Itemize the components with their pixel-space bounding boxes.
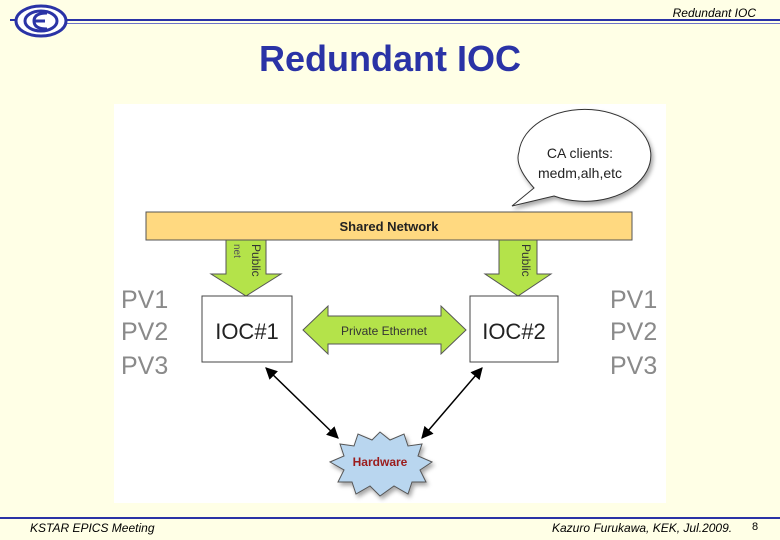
public-arrow-left: Public net [209,239,283,297]
pv-left-1: PV1 [121,286,168,314]
header-rule [10,19,780,21]
running-header: Redundant IOC [672,6,756,20]
ca-clients-line2: medm,alh,etc [538,165,622,181]
public-left-line1: Public [249,244,263,277]
hardware-burst [328,431,434,497]
pv-left-3: PV3 [121,352,168,380]
ioc1-hardware-link [265,367,339,439]
public-arrow-right: Public [483,239,553,297]
hardware-label: Hardware [353,455,408,469]
kek-logo-icon [14,4,68,38]
private-ethernet-label: Private Ethernet [341,324,428,338]
pv-right-3: PV3 [610,352,657,380]
page-number: 8 [752,521,759,533]
footer-event: KSTAR EPICS Meeting [30,521,155,535]
pv-right-1: PV1 [610,286,657,314]
public-left-line2: net [231,244,242,258]
ca-clients-line1: CA clients: [547,145,613,161]
ioc1-box [201,295,293,363]
pv-right-2: PV2 [610,318,657,346]
shared-network-label: Shared Network [340,219,440,234]
ioc2-box [469,295,559,363]
private-ethernet-arrow [302,304,467,356]
pv-left-2: PV2 [121,318,168,346]
diagram-panel: CA clients: medm,alh,etc Shared Network … [114,104,666,503]
page-title: Redundant IOC [259,38,521,79]
redundant-ioc-diagram: CA clients: medm,alh,etc Shared Network … [121,108,657,497]
header-rule-thin [30,23,780,24]
footer-rule [0,517,780,519]
ioc2-hardware-link [421,367,483,439]
public-right-label: Public [519,244,533,277]
shared-network-bar [145,211,633,241]
ioc2-label: IOC#2 [482,319,546,344]
ioc1-label: IOC#1 [215,319,279,344]
footer-author: Kazuro Furukawa, KEK, Jul.2009. [552,521,733,535]
ca-clients-bubble [511,108,652,207]
